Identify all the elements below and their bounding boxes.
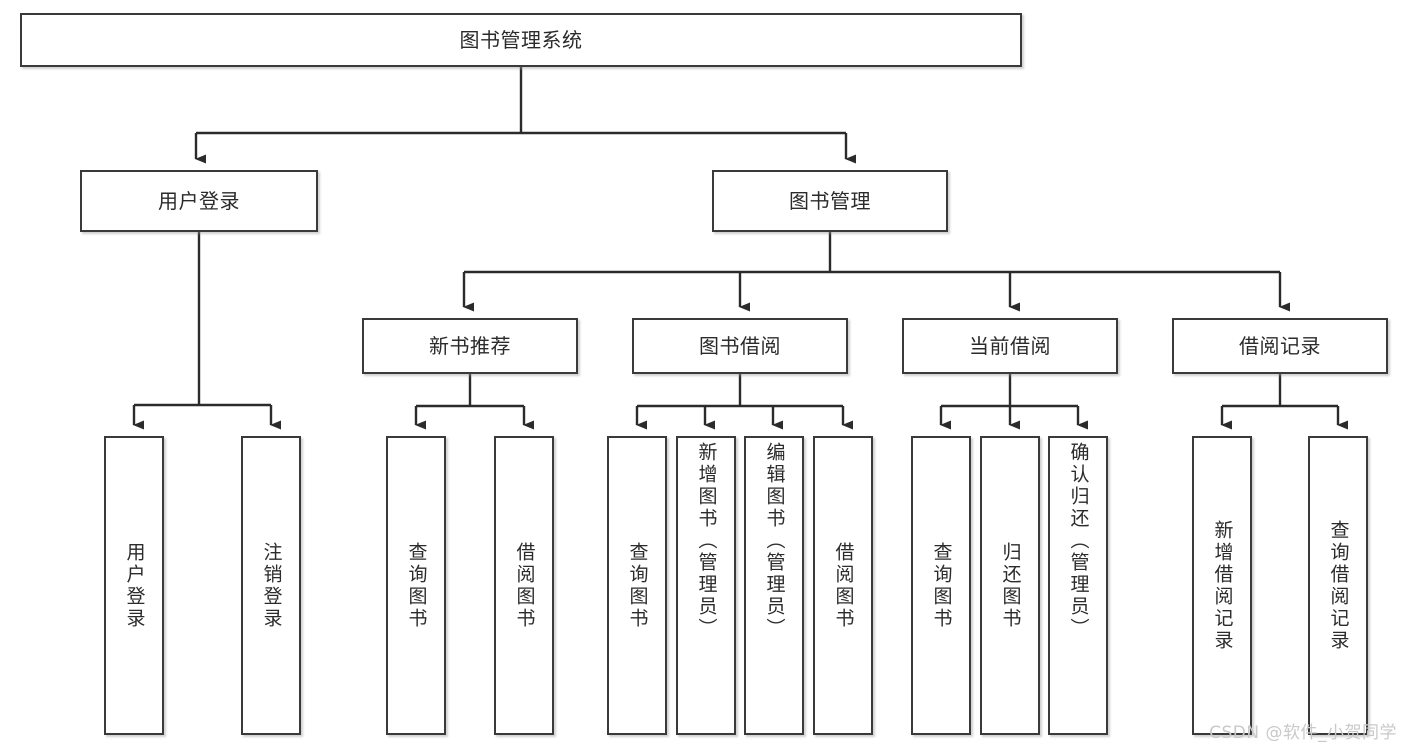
leaf-new-book-borrow[interactable]: 借阅图书 — [494, 436, 554, 735]
leaf-new-book-query[interactable]: 查询图书 — [386, 436, 446, 735]
node-new-book-recommend-label: 新书推荐 — [429, 334, 511, 358]
leaf-book-borrow-borrow-label: 借阅图书 — [832, 541, 855, 630]
leaf-book-borrow-edit[interactable]: 编辑图书（管理员） — [744, 436, 804, 735]
node-user-login[interactable]: 用户登录 — [80, 170, 318, 232]
node-borrow-record[interactable]: 借阅记录 — [1172, 318, 1388, 374]
leaf-book-borrow-borrow[interactable]: 借阅图书 — [813, 436, 873, 735]
leaf-book-borrow-add[interactable]: 新增图书（管理员） — [676, 436, 736, 735]
leaf-book-borrow-query-label: 查询图书 — [626, 541, 649, 630]
node-borrow-record-label: 借阅记录 — [1239, 334, 1321, 358]
leaf-new-book-borrow-label: 借阅图书 — [513, 541, 536, 630]
node-book-borrow[interactable]: 图书借阅 — [632, 318, 848, 374]
leaf-current-borrow-return[interactable]: 归还图书 — [980, 436, 1040, 735]
node-book-management-label: 图书管理 — [789, 189, 871, 213]
leaf-current-borrow-query-label: 查询图书 — [930, 541, 953, 630]
leaf-user-login-login-label: 用户登录 — [123, 541, 146, 630]
leaf-user-login-login[interactable]: 用户登录 — [104, 436, 164, 735]
leaf-borrow-record-add[interactable]: 新增借阅记录 — [1192, 436, 1252, 735]
leaf-user-login-logout[interactable]: 注销登录 — [241, 436, 301, 735]
leaf-book-borrow-add-label: 新增图书（管理员） — [695, 442, 718, 640]
leaf-current-borrow-return-label: 归还图书 — [999, 541, 1022, 630]
leaf-book-borrow-edit-label: 编辑图书（管理员） — [763, 442, 786, 640]
leaf-borrow-record-add-label: 新增借阅记录 — [1211, 519, 1234, 652]
node-root-label: 图书管理系统 — [459, 28, 583, 52]
leaf-book-borrow-query[interactable]: 查询图书 — [607, 436, 667, 735]
leaf-current-borrow-query[interactable]: 查询图书 — [911, 436, 971, 735]
node-root-book-management-system[interactable]: 图书管理系统 — [20, 13, 1022, 67]
leaf-user-login-logout-label: 注销登录 — [260, 541, 283, 630]
leaf-new-book-query-label: 查询图书 — [405, 541, 428, 630]
node-user-login-label: 用户登录 — [158, 189, 240, 213]
leaf-current-borrow-confirm-label: 确认归还（管理员） — [1067, 442, 1090, 640]
leaf-borrow-record-query-label: 查询借阅记录 — [1327, 519, 1350, 652]
node-book-borrow-label: 图书借阅 — [699, 334, 781, 358]
node-current-borrow[interactable]: 当前借阅 — [902, 318, 1118, 374]
node-book-management[interactable]: 图书管理 — [712, 170, 948, 232]
leaf-borrow-record-query[interactable]: 查询借阅记录 — [1308, 436, 1368, 735]
leaf-current-borrow-confirm[interactable]: 确认归还（管理员） — [1048, 436, 1108, 735]
node-new-book-recommend[interactable]: 新书推荐 — [362, 318, 578, 374]
node-current-borrow-label: 当前借阅 — [969, 334, 1051, 358]
